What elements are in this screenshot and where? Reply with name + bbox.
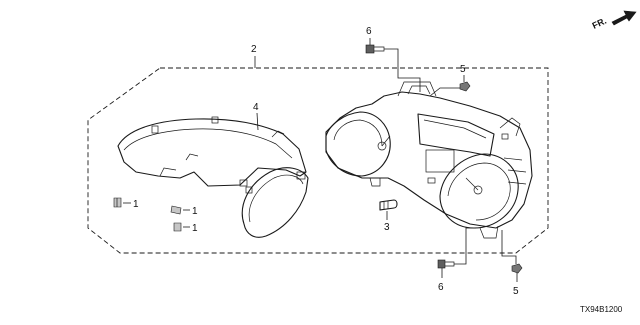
screw-top [365,44,385,54]
meter-lens [241,167,309,238]
callout-3: 3 [384,222,390,233]
callout-5-top: 5 [460,64,466,75]
front-arrow-icon [611,10,637,26]
callout-6-top: 6 [366,26,372,37]
screw-bottom [437,259,455,269]
nut-bottom [511,263,523,274]
clip-part-b [170,205,182,215]
callout-2: 2 [251,44,257,55]
clip-part-a [113,197,122,208]
callout-6-bottom-leader [441,227,476,278]
callout-1b: 1 [192,206,198,217]
diagram-code: TX94B1200 [580,305,623,314]
bulb-socket [379,199,398,211]
assembly-boundary [87,67,549,254]
callout-6-top-leader [369,38,421,92]
nut-top [459,81,471,92]
front-direction-indicator: FR. [591,10,637,31]
callout-5-top-leader [429,75,465,97]
callout-1c: 1 [192,223,198,234]
callout-4: 4 [253,102,259,113]
front-direction-label: FR. [591,16,608,31]
combination-meter-body [325,81,533,239]
callout-5-bottom: 5 [513,286,519,297]
callout-1a: 1 [133,199,139,210]
callout-6-bottom: 6 [438,282,444,293]
callout-4-leader [256,112,259,131]
meter-visor [117,116,307,187]
clip-part-c [173,222,182,232]
callout-5-bottom-leader [501,230,518,282]
